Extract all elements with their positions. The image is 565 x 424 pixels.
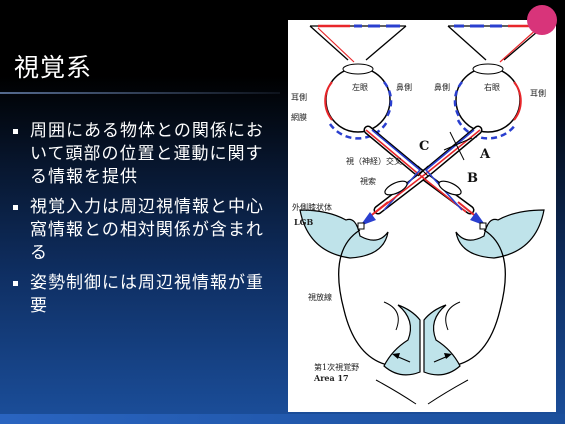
bullet-text: 姿勢制御には周辺視情報が重要 — [30, 273, 264, 316]
area-17-label: Area 17 — [314, 373, 349, 383]
right-eye — [453, 63, 522, 140]
lgn-shapes — [299, 209, 545, 259]
label-a: A — [480, 147, 491, 162]
corner-badge — [527, 5, 557, 35]
bullet-square-icon — [13, 129, 18, 134]
ear-side-left-label: 耳側 — [291, 93, 307, 102]
lgn-label: 外側膝状体 — [292, 203, 332, 212]
title-divider — [0, 92, 280, 94]
bullet-text: 視覚入力は周辺視情報と中心窩情報との相対関係が含まれる — [30, 197, 264, 263]
nasal-left-label: 鼻側 — [396, 83, 412, 92]
optic-pathways — [363, 125, 483, 215]
left-eye — [324, 63, 393, 140]
retina-label: 網膜 — [291, 113, 307, 122]
label-b: B — [467, 171, 478, 186]
left-visual-field — [309, 24, 407, 63]
bullet-square-icon — [13, 205, 18, 210]
right-eye-label: 右眼 — [484, 83, 500, 92]
bullet-item: 周囲にある物体との関係において頭部の位置と運動に関する情報を提供 — [10, 120, 280, 189]
bullet-text: 周囲にある物体との関係において頭部の位置と運動に関する情報を提供 — [30, 121, 264, 187]
lgb-label: LGB — [294, 217, 314, 227]
right-visual-field — [447, 24, 545, 63]
optic-radiation-label: 視放線 — [308, 293, 332, 302]
bullet-list: 周囲にある物体との関係において頭部の位置と運動に関する情報を提供 視覚入力は周辺… — [10, 120, 280, 325]
primary-visual-cortex-label: 第1次視覚野 — [314, 363, 360, 372]
chiasm-label: 視（神経）交叉 — [346, 157, 402, 166]
ear-side-right-label: 耳側 — [530, 89, 546, 98]
optic-tract-label: 視索 — [360, 177, 376, 186]
optic-tract-swellings — [384, 180, 462, 196]
nasal-right-label: 鼻側 — [434, 83, 450, 92]
visual-pathway-diagram — [299, 24, 545, 405]
bullet-item: 姿勢制御には周辺視情報が重要 — [10, 272, 280, 318]
left-eye-label: 左眼 — [352, 83, 368, 92]
visual-pathway-figure: 耳側 網膜 左眼 鼻側 鼻側 右眼 耳側 視（神経）交叉 視索 外側膝状体 LG… — [288, 20, 556, 412]
bullet-square-icon — [13, 281, 18, 286]
slide-title: 視覚系 — [14, 53, 93, 82]
bullet-item: 視覚入力は周辺視情報と中心窩情報との相対関係が含まれる — [10, 196, 280, 265]
label-c: C — [419, 139, 430, 154]
optic-radiations — [338, 229, 506, 367]
visual-cortex — [375, 301, 469, 405]
bottom-strip — [0, 414, 565, 424]
